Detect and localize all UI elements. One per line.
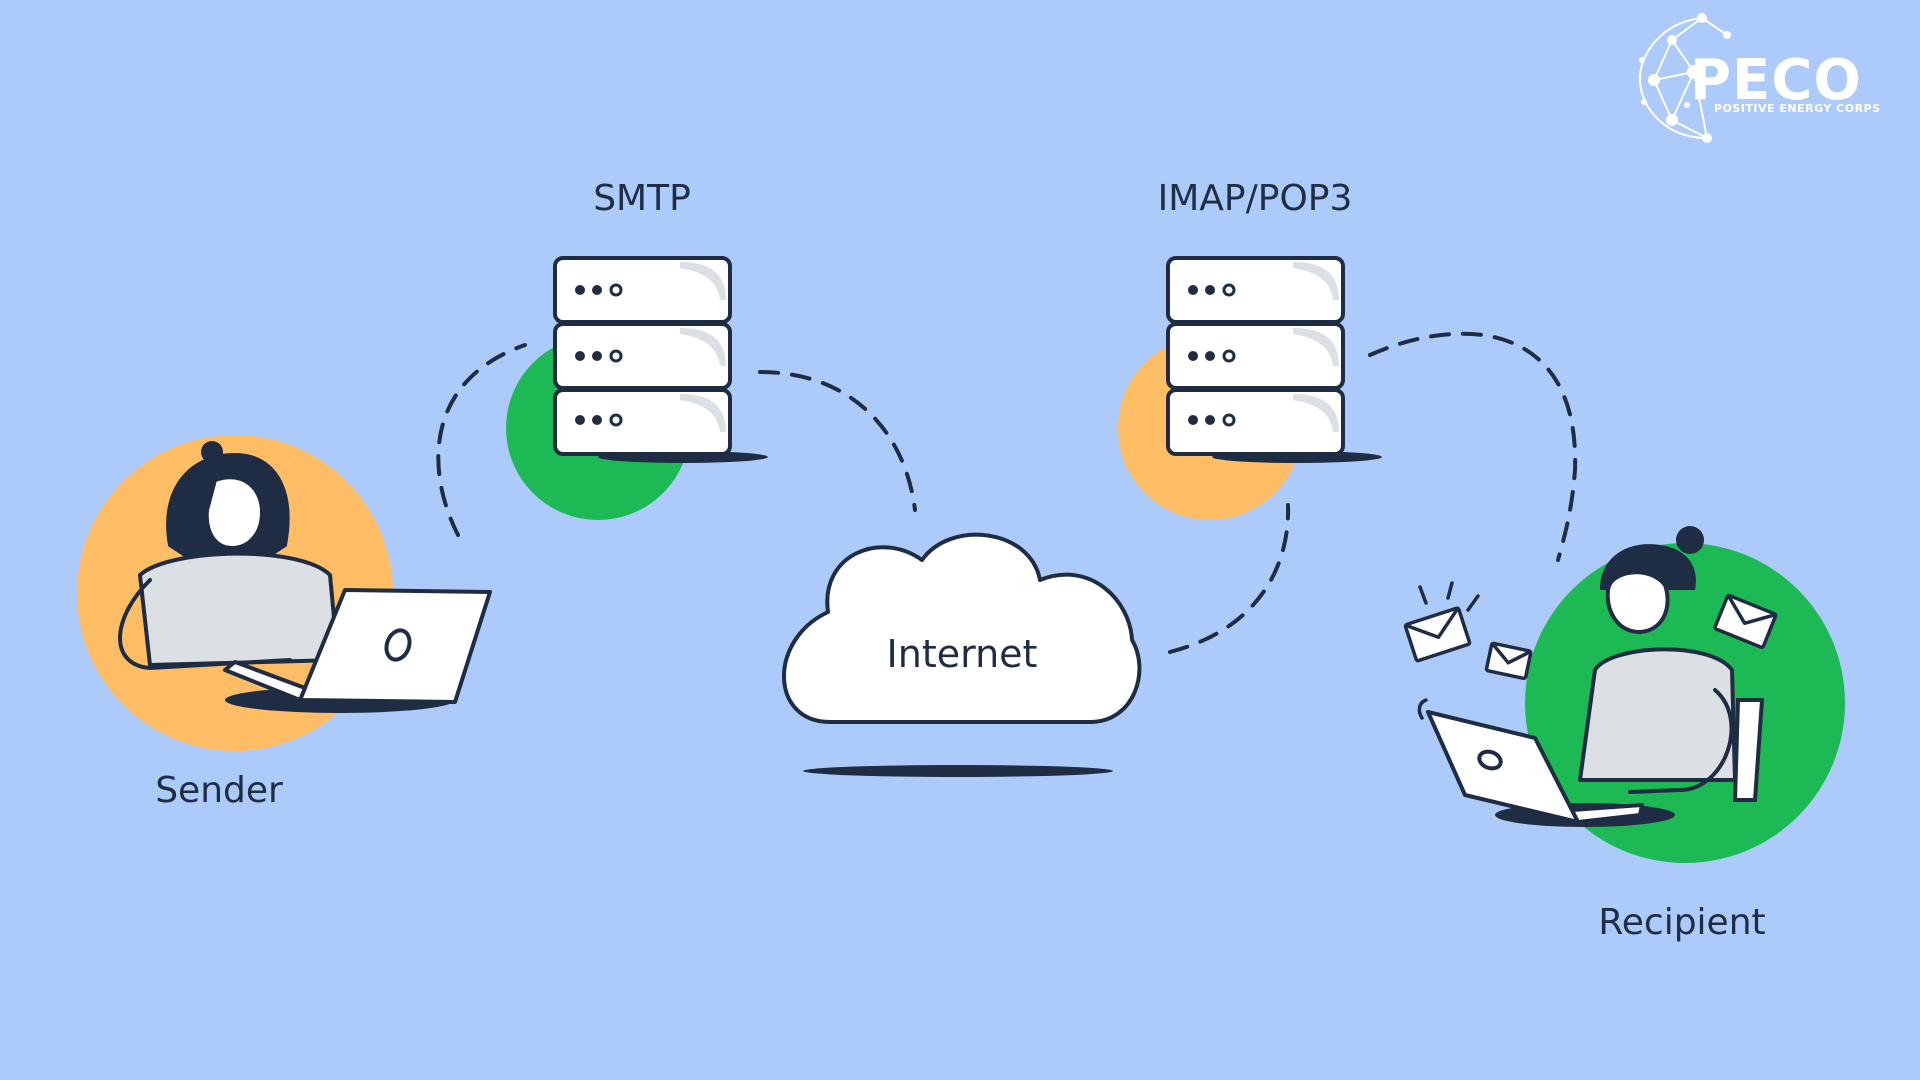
smtp-label: SMTP: [593, 178, 691, 219]
connector-imap-recipient: [1368, 331, 1578, 562]
envelope-icon: [1484, 641, 1533, 681]
envelope-motion-lines: [1417, 581, 1480, 720]
imap-pop3-label: IMAP/POP3: [1157, 178, 1353, 219]
logo-network-globe-icon: [1638, 13, 1894, 143]
logo-wordmark: PECO: [1690, 48, 1862, 113]
envelope-icon: [1403, 606, 1472, 663]
internet-cloud-icon: [782, 532, 1142, 777]
logo-tagline: POSITIVE ENERGY CORPS: [1714, 102, 1881, 115]
internet-label: Internet: [886, 632, 1038, 676]
recipient-label: Recipient: [1598, 902, 1766, 943]
sender-illustration: [77, 435, 492, 751]
peco-logo: PECO POSITIVE ENERGY CORPS: [1632, 10, 1920, 150]
sender-label: Sender: [155, 770, 283, 811]
imap-pop3-server-icon: [1118, 256, 1382, 520]
envelope-icons: [1403, 593, 1778, 681]
recipient-illustration: [1426, 526, 1845, 863]
envelope-icon: [1713, 593, 1778, 650]
dashed-connectors: [436, 331, 1578, 654]
smtp-server-icon: [506, 256, 768, 520]
connector-smtp-internet: [758, 370, 917, 512]
connector-internet-imap: [1168, 503, 1291, 654]
connector-sender-smtp: [436, 343, 527, 537]
